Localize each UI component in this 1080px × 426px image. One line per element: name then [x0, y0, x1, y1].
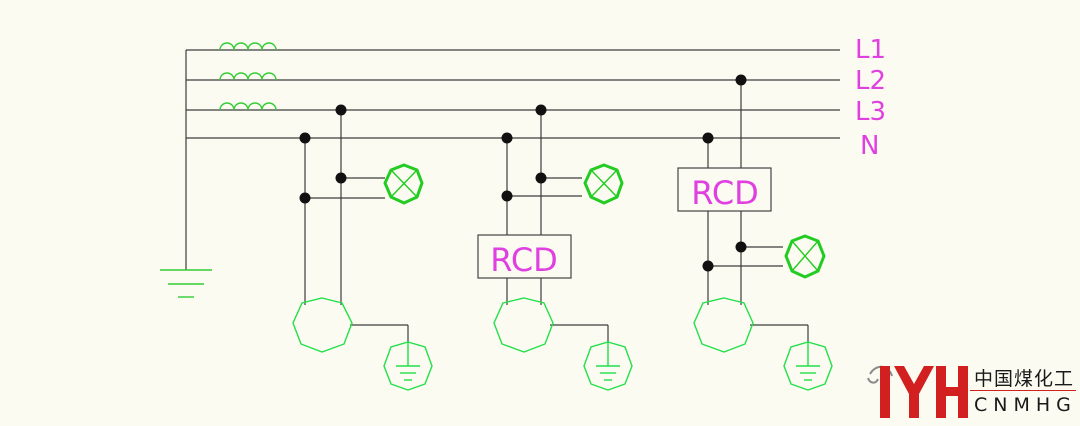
junction-node	[299, 192, 311, 204]
rcd-box	[477, 234, 572, 279]
rcd-label: RCD	[490, 241, 558, 279]
label-l2: L2	[855, 66, 886, 96]
load-equipment	[693, 297, 754, 353]
bus-lines	[185, 49, 840, 270]
logo-en-text: CNMHG	[974, 394, 1077, 416]
circuit-2: RCD	[477, 104, 633, 391]
junction-node	[335, 172, 347, 184]
junction-node	[535, 172, 547, 184]
earth-electrode-icon	[383, 341, 433, 391]
rcd-label: RCD	[691, 174, 759, 212]
junction-node	[735, 241, 747, 253]
junction-node	[535, 104, 547, 116]
junction-node	[335, 104, 347, 116]
logo-cn-text: 中国煤化工	[974, 368, 1075, 390]
transformer-coils	[219, 42, 277, 111]
label-n: N	[860, 131, 879, 161]
lamp-icon	[784, 234, 826, 279]
supply-earth-symbol	[160, 269, 212, 298]
lamp-icon	[583, 163, 624, 205]
phase-labels: L1 L2 L3 N	[855, 35, 886, 161]
earth-electrode-icon	[583, 341, 633, 391]
earth-electrode-icon	[783, 341, 833, 391]
circuit-1	[292, 104, 433, 391]
logo-divider	[970, 390, 1076, 391]
rcd-box	[677, 167, 772, 212]
coil-l2	[219, 72, 277, 81]
label-l3: L3	[855, 97, 886, 127]
junction-node	[735, 74, 747, 86]
junction-node	[501, 132, 513, 144]
cnmhg-logo: 中国煤化工 CNMHG	[866, 356, 1080, 422]
junction-node	[702, 260, 714, 272]
coil-l3	[219, 102, 277, 111]
label-l1: L1	[855, 35, 886, 65]
junction-node	[299, 132, 311, 144]
load-equipment	[292, 297, 353, 353]
junction-node	[702, 132, 714, 144]
circuit-3: RCD	[677, 74, 833, 391]
lamp-icon	[383, 163, 424, 205]
coil-l1	[219, 42, 277, 51]
logo-mark-icon	[867, 365, 968, 418]
junction-node	[501, 190, 513, 202]
load-equipment	[493, 297, 554, 353]
